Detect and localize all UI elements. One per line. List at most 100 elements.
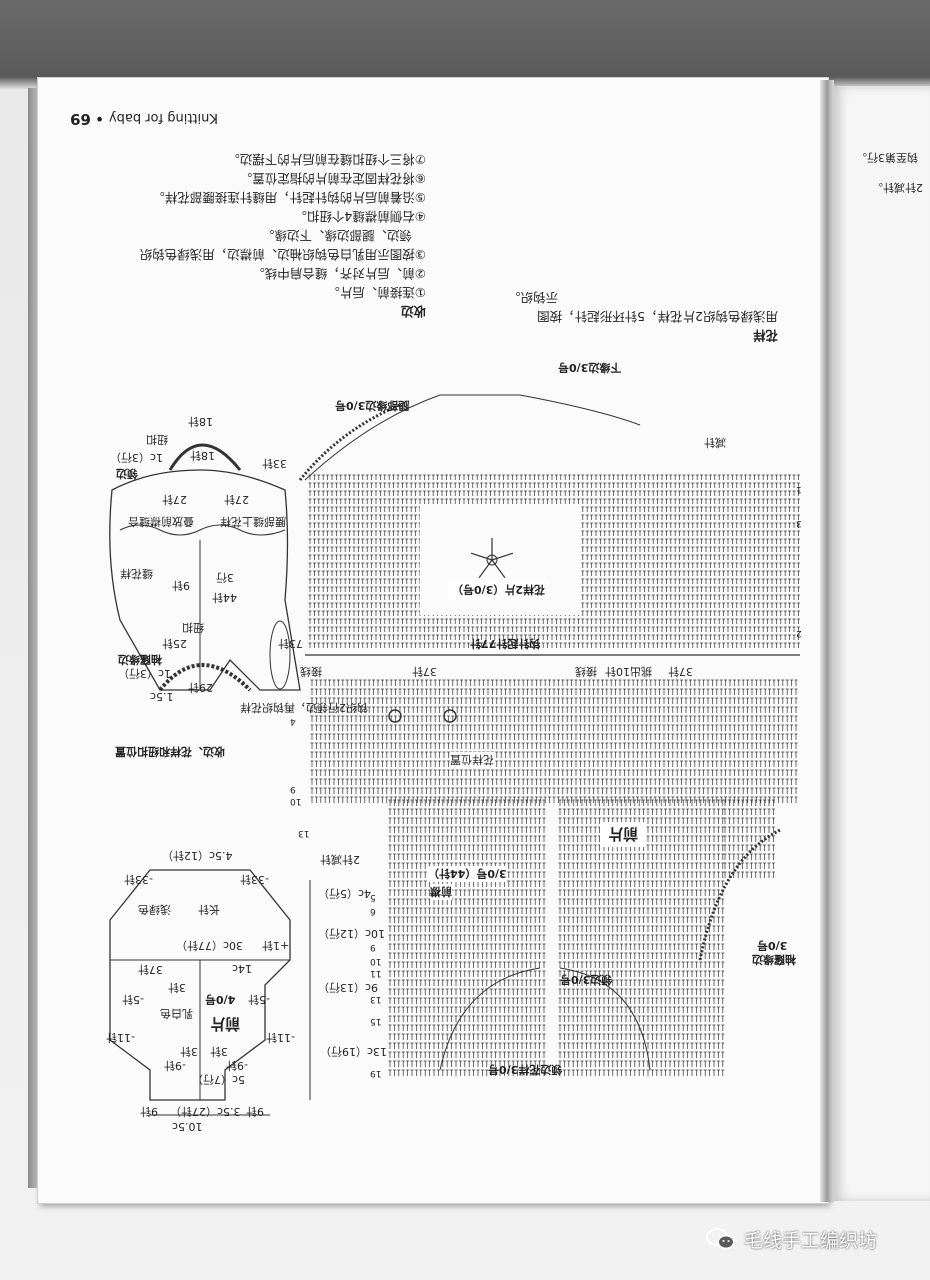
- right-page-text-1: 钩至第3行。: [856, 151, 918, 164]
- stitches-37-label-b: 37针: [668, 665, 693, 678]
- garment-s44: 44针: [212, 591, 237, 604]
- dim-m5: -5针: [122, 993, 144, 1006]
- page-number: 69: [70, 110, 91, 128]
- garment-top-seam: 叠放前襟缝合: [128, 515, 194, 528]
- right-page-edge: [832, 86, 930, 1201]
- finishing-step-4: ④右侧前襟缝4个纽扣。: [294, 209, 426, 224]
- row-number: 6: [370, 906, 376, 916]
- romper-waist-scallop: [119, 524, 286, 536]
- dim-h5c: 5c（7行）: [192, 1073, 246, 1086]
- motif-position-label: 花样位置: [450, 752, 494, 768]
- row-number: 3: [796, 518, 802, 528]
- row-number: 11: [370, 968, 382, 978]
- decrease-label: 减针: [704, 436, 726, 449]
- garment-s27b: 27针: [224, 493, 249, 506]
- placket-hook-label: 3/0号（44针）: [428, 866, 507, 882]
- stitch-grid-sleeve: [723, 799, 775, 878]
- leg-edging-scallop: [298, 403, 401, 481]
- romper-outline: [109, 469, 301, 691]
- garment-r3: 3行: [216, 571, 234, 584]
- romper-neckline: [168, 443, 242, 471]
- pattern-note-title: 花样: [752, 328, 778, 343]
- book-gutter: [820, 80, 834, 1202]
- dim-w30c: 30c（77针）: [176, 939, 244, 952]
- neck-edging-label: 领边3/0号: [560, 973, 613, 986]
- garment-motif: 缝花样: [120, 567, 153, 580]
- schematic-title: 收边、花样和纽扣位置: [115, 745, 225, 758]
- dim-s33: -33针: [124, 873, 153, 886]
- stitches-37-label-a: 37针: [412, 665, 437, 678]
- dim-h13c: 13c（19行）: [320, 1045, 388, 1058]
- garment-s25: 25针: [162, 637, 187, 650]
- right-page-text-2: 2针减针。: [872, 181, 923, 194]
- garment-waist-seam: 腰部缝上花样: [220, 515, 286, 528]
- button-icon: [443, 709, 457, 723]
- schematic-hook: 4/0号: [205, 993, 236, 1006]
- row-number: 19: [370, 1068, 382, 1078]
- dim-p3: 3针: [168, 981, 186, 994]
- garment-s73: 73针: [278, 637, 303, 650]
- watermark-text: 毛线手工编织坊: [744, 1229, 878, 1252]
- motif2-label: 花样2片（3/0号）: [448, 580, 549, 600]
- row-number: 10: [290, 796, 302, 806]
- stitch-grid-left-leg: [388, 799, 546, 1076]
- finishing-instructions: 收边 ①连接前、后片。 ②前、后片对齐，缝合肩中线。 ③按图示用乳白色钩织袖边、…: [96, 150, 426, 321]
- stitch-grid-lower: [310, 679, 798, 803]
- page-series: Knitting for baby: [108, 110, 218, 125]
- pattern-note-line-1: 用浅绿色钩织2片花样，5针环形起针，按图: [537, 309, 778, 324]
- garment-s9: 9针: [172, 579, 190, 592]
- button-icon: [388, 709, 402, 723]
- garment-btn2: 纽扣: [146, 433, 168, 446]
- schematic-long-stitch: 长针: [198, 903, 220, 916]
- dim-m9b: -9针: [226, 1059, 248, 1072]
- schematic-color-white: 乳白色: [160, 1007, 193, 1020]
- left-page: [38, 78, 828, 1203]
- dim-m11: -11针: [106, 1031, 135, 1044]
- row-number: 15: [370, 1016, 382, 1026]
- dim-p3c: 3针: [210, 1045, 228, 1058]
- neck-curve-left: [439, 967, 541, 1071]
- garment-s27: 27针: [162, 493, 187, 506]
- garment-neck-edge: 领边: [116, 467, 138, 480]
- dim-w105: 10.5c: [172, 1120, 203, 1133]
- dim-m5b: -5针: [248, 993, 270, 1006]
- finishing-step-2: ②前、后片对齐，缝合肩中线。: [252, 266, 426, 281]
- dim-w35: 3.5c（27针）: [170, 1105, 241, 1118]
- row-number: 4: [290, 716, 296, 726]
- garment-h15: 1.5c: [150, 690, 174, 703]
- garment-neck-rows: 1c（3行）: [110, 451, 164, 464]
- row-number: 9: [370, 942, 376, 952]
- pattern-note-line-2: 示钩织。: [508, 290, 559, 305]
- finishing-step-7: ⑦将三个纽扣缝在前后片的下摆边。: [227, 152, 426, 167]
- row-number: 9: [290, 784, 296, 794]
- dim-s9: 9针: [140, 1105, 158, 1118]
- hem-edging-label: 下缘边3/0号: [558, 361, 622, 374]
- sleeve-edging-scallop: [698, 828, 781, 961]
- garment-s29: 29针: [188, 681, 213, 694]
- finishing-step-1: ①连接前、后片。: [327, 285, 426, 300]
- page-header: Knitting for baby • 69: [70, 110, 218, 128]
- dim-w45c: 4.5c（12针）: [162, 849, 233, 862]
- dim-p1: +1针: [262, 939, 290, 952]
- row-number: 1: [796, 484, 802, 494]
- dec-2-label: 2针减针: [320, 853, 360, 866]
- motif-star: [470, 538, 514, 579]
- neck-pattern-label: 领边花样3/0号: [488, 1063, 563, 1076]
- wechat-icon: [706, 1227, 736, 1251]
- garment-button: 纽扣: [182, 621, 204, 634]
- watermark: 毛线手工编织坊: [706, 1222, 877, 1256]
- row-number: 13: [298, 828, 310, 838]
- dim-m9: -9针: [164, 1059, 186, 1072]
- garment-s33: 33针: [262, 457, 287, 470]
- pick-up-label: 挑出10针: [605, 665, 652, 678]
- dim-s33b: -33针: [240, 873, 269, 886]
- garment-s18: 18针: [190, 449, 215, 462]
- garment-sleeve-rows: 1c（3行）: [118, 667, 172, 680]
- sleeve-edging-label: 袖窿缘边: [752, 953, 796, 966]
- romper-leg-edging: [158, 663, 252, 692]
- dim-h9c: 9c（13行）: [318, 981, 379, 994]
- finishing-step-6: ⑥将花样固定在前片的指定位置。: [239, 171, 426, 186]
- join-label: 接线: [300, 665, 322, 678]
